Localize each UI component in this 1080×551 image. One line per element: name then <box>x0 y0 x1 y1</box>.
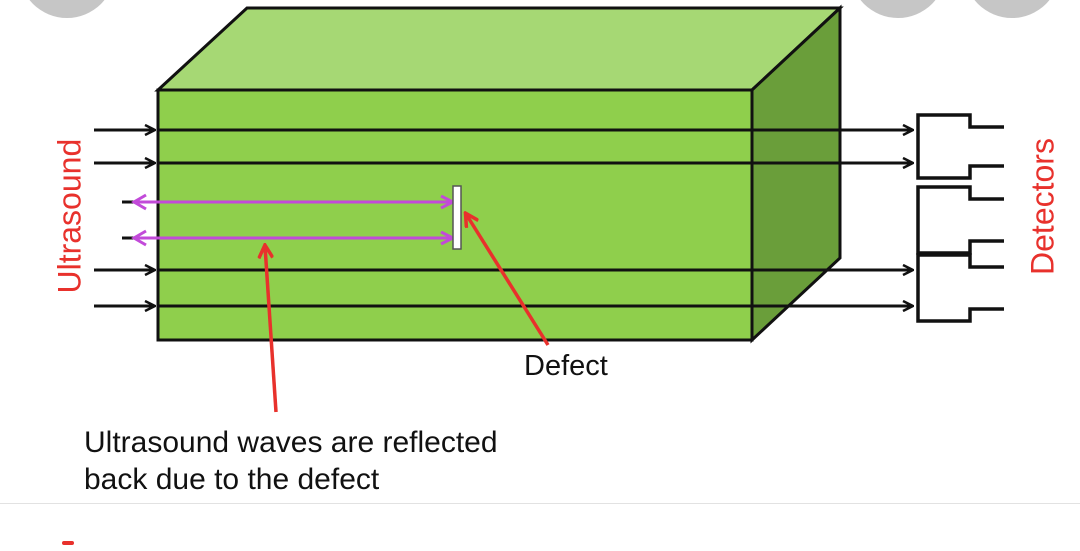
overlay-circle-middle[interactable] <box>850 0 946 18</box>
defect-pointer-arrow <box>466 214 550 346</box>
reflected-wave-arrowhead <box>131 193 147 211</box>
detector-group <box>916 113 1004 323</box>
caption-line-1: Ultrasound waves are reflected <box>84 426 498 459</box>
detector <box>916 253 1004 323</box>
reflection-pointer-arrow <box>265 246 278 413</box>
defect-mark <box>452 185 462 250</box>
overlay-circle-left[interactable] <box>19 0 115 18</box>
overlay-circle-right[interactable] <box>964 0 1060 18</box>
transmitted-beams <box>94 130 912 306</box>
divider <box>0 503 1080 504</box>
detectors-label: Detectors <box>1024 138 1061 275</box>
ultrasound-label: Ultrasound <box>51 138 88 294</box>
caption-line-2: back due to the defect <box>84 463 380 496</box>
reflected-wave-arrowhead <box>131 229 147 247</box>
defect-label: Defect <box>524 350 608 382</box>
caption: Ultrasound waves are reflected back due … <box>84 424 498 498</box>
detector <box>916 185 1004 255</box>
block-top-face <box>154 6 844 92</box>
red-indicator <box>62 541 74 545</box>
detector <box>916 113 1004 180</box>
reflected-beams <box>122 193 452 247</box>
